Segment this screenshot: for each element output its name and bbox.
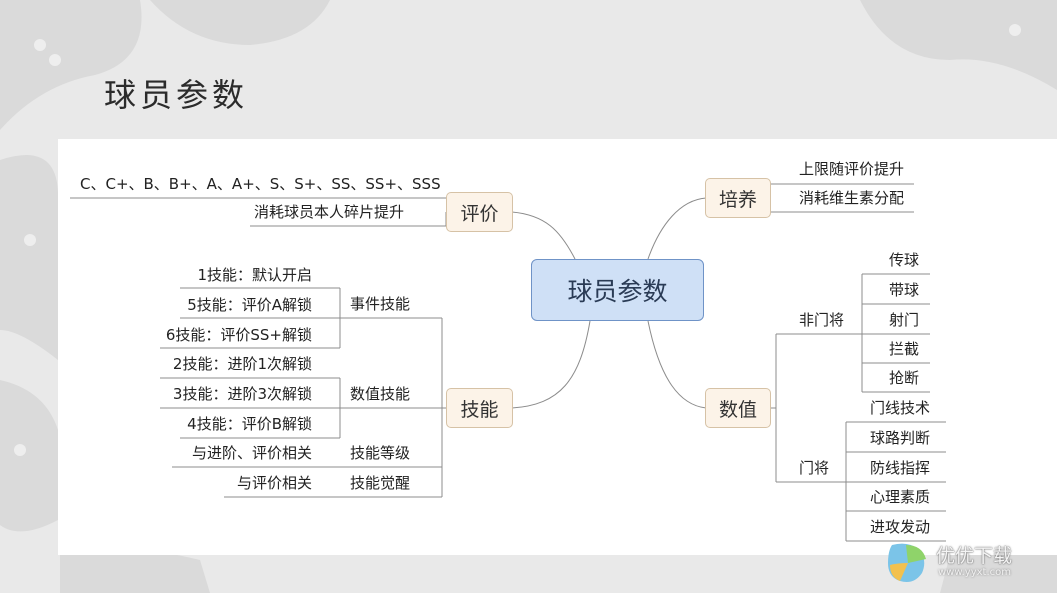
rating-grades: C、C+、B、B+、A、A+、S、S+、SS、SS+、SSS: [80, 175, 441, 193]
branch-training: 培养: [705, 178, 771, 218]
numeric-skill-item: 2技能：进阶1次解锁: [172, 355, 312, 373]
page-title: 球员参数: [104, 76, 249, 114]
branch-values: 数值: [705, 388, 771, 428]
non-gk-item: 传球: [888, 251, 919, 269]
branch-rating: 评价: [446, 192, 513, 232]
event-skill-label: 事件技能: [350, 295, 411, 313]
watermark-url: www.yyxt.com: [938, 567, 1012, 578]
event-skill-item: 6技能：评价SS+解锁: [165, 326, 312, 344]
non-gk-label: 非门将: [799, 311, 845, 329]
numeric-skill-item: 3技能：进阶3次解锁: [172, 385, 312, 403]
gk-item: 球路判断: [870, 429, 931, 447]
event-skill-item: 5技能：评价A解锁: [187, 296, 312, 314]
gk-item: 门线技术: [870, 399, 931, 417]
numeric-skill-label: 数值技能: [350, 385, 411, 403]
central-topic: 球员参数: [531, 259, 704, 321]
non-gk-item: 拦截: [888, 340, 919, 358]
training-item: 上限随评价提升: [799, 160, 905, 178]
skill-awaken-item: 与评价相关: [236, 474, 312, 492]
gk-label: 门将: [799, 459, 830, 477]
numeric-skill-item: 4技能：评价B解锁: [187, 415, 312, 433]
event-skill-item: 1技能：默认开启: [197, 266, 312, 284]
slide-canvas: [58, 139, 1057, 555]
gk-item: 进攻发动: [870, 518, 931, 536]
non-gk-item: 带球: [888, 281, 919, 299]
rating-upgrade: 消耗球员本人碎片提升: [254, 203, 405, 221]
skill-level-item: 与进阶、评价相关: [191, 444, 312, 462]
gk-item: 防线指挥: [870, 459, 931, 477]
watermark-brand: 优优下载: [936, 545, 1013, 567]
non-gk-item: 射门: [888, 311, 919, 329]
non-gk-item: 抢断: [888, 369, 919, 387]
branch-skills: 技能: [446, 388, 513, 428]
gk-item: 心理素质: [870, 488, 931, 506]
watermark-logo-icon: [888, 543, 926, 582]
skill-awaken-label: 技能觉醒: [350, 474, 411, 492]
skill-level-label: 技能等级: [350, 444, 411, 462]
training-item: 消耗维生素分配: [799, 189, 905, 207]
